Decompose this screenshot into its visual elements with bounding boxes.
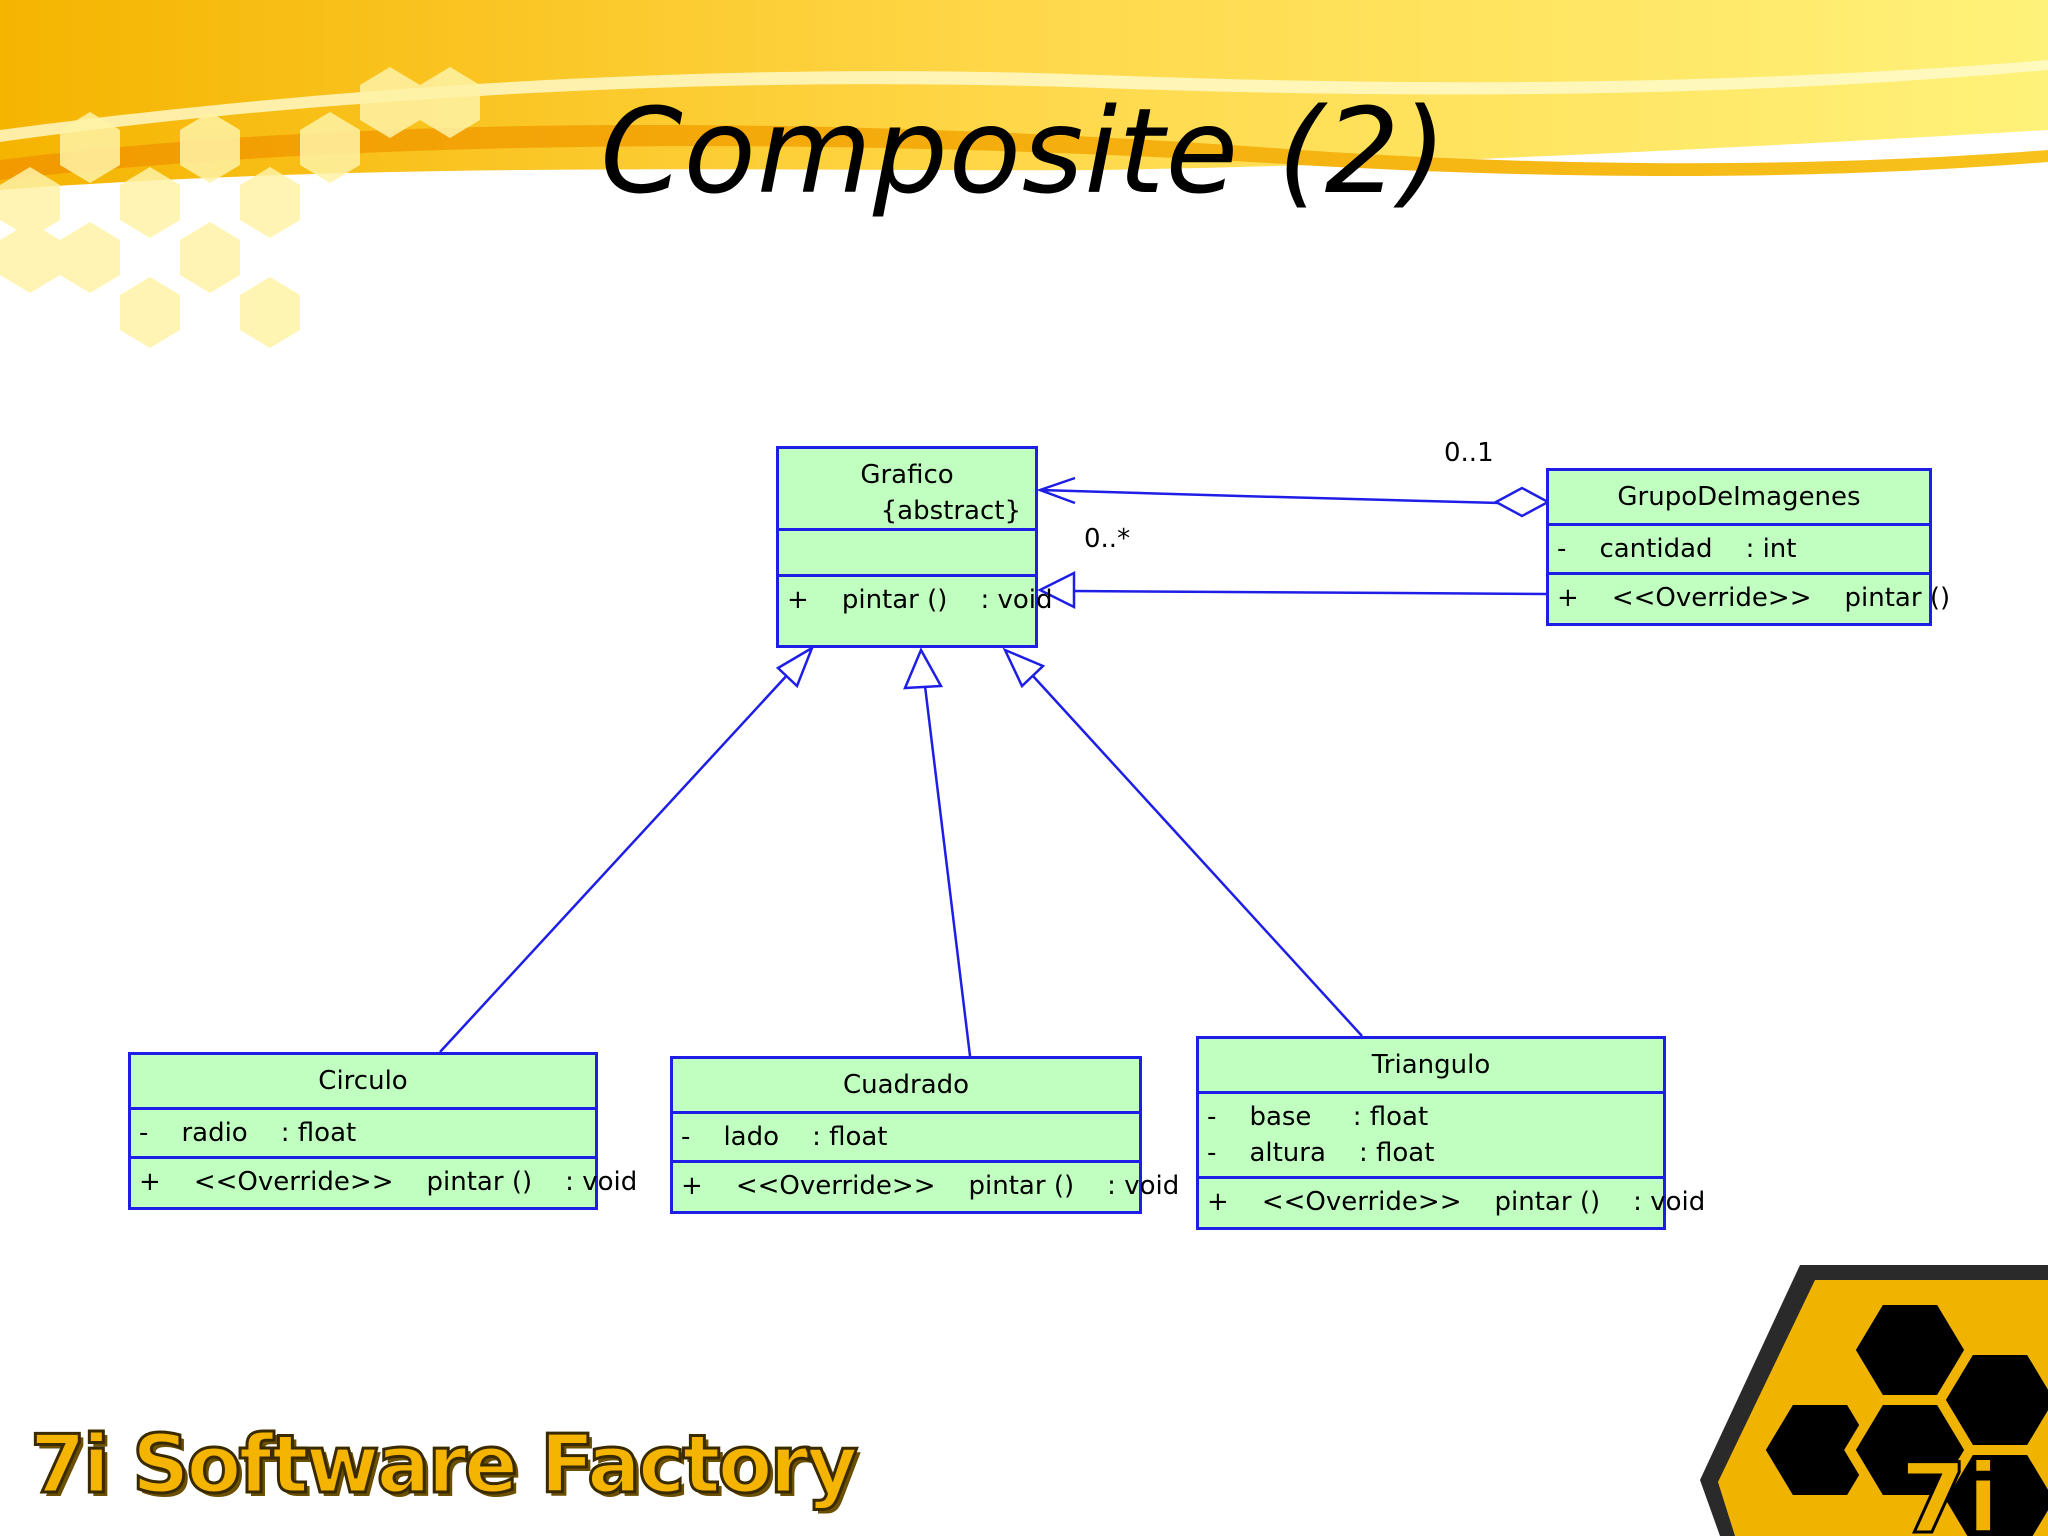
emblem-text: 7i bbox=[1900, 1443, 2000, 1536]
generalization-cuadrado-line bbox=[923, 685, 972, 1057]
class-grafico[interactable]: Grafico {abstract} + pintar () : void bbox=[776, 446, 1053, 648]
class-triangulo[interactable]: Triangulo - base : float - altura : floa… bbox=[1196, 1036, 1706, 1230]
class-grupo-de-imagenes[interactable]: GrupoDeImagenes - cantidad : int + <<Ove… bbox=[1546, 468, 1951, 626]
generalization-grupo-arrow bbox=[1037, 570, 1076, 610]
class-triangulo-header: Triangulo bbox=[1199, 1039, 1663, 1094]
operation-row: + <<Override>> pintar () : void bbox=[681, 1171, 1180, 1201]
class-circulo-operations: + <<Override>> pintar () : void bbox=[131, 1159, 638, 1205]
header-stripe bbox=[0, 125, 2048, 180]
company-logo-text: 7i Software Factory bbox=[28, 1417, 859, 1513]
class-circulo-name: Circulo bbox=[318, 1066, 408, 1096]
class-grupo-header: GrupoDeImagenes bbox=[1549, 471, 1929, 526]
multiplicity-aggregation: 0..1 bbox=[1444, 438, 1494, 468]
slide-title: Composite (2) bbox=[600, 82, 1448, 220]
class-cuadrado-header: Cuadrado bbox=[673, 1059, 1139, 1114]
attribute-row: - base : float bbox=[1207, 1102, 1429, 1132]
generalization-circulo-line bbox=[439, 671, 791, 1053]
aggregation-line bbox=[1039, 488, 1501, 505]
class-circulo-header: Circulo bbox=[131, 1055, 595, 1110]
operation-row: + <<Override>> pintar () : void bbox=[1207, 1187, 1706, 1217]
attribute-row: - radio : float bbox=[139, 1118, 357, 1148]
class-circulo-attributes: - radio : float bbox=[131, 1110, 595, 1159]
brand-emblem: 7i bbox=[1700, 1265, 2048, 1536]
multiplicity-grafico: 0..* bbox=[1084, 524, 1131, 554]
class-grafico-attributes bbox=[779, 531, 1035, 577]
class-grafico-name: Grafico bbox=[860, 460, 954, 490]
attribute-row: - lado : float bbox=[681, 1122, 888, 1152]
class-grupo-operations: + <<Override>> pintar () bbox=[1549, 575, 1951, 621]
class-grafico-header: Grafico {abstract} bbox=[779, 449, 1035, 531]
class-grafico-operations: + pintar () : void bbox=[779, 577, 1053, 623]
class-triangulo-operations: + <<Override>> pintar () : void bbox=[1199, 1179, 1706, 1225]
class-cuadrado-name: Cuadrado bbox=[842, 1070, 970, 1100]
class-triangulo-name: Triangulo bbox=[1371, 1050, 1491, 1080]
generalization-circulo-arrow bbox=[775, 645, 815, 689]
aggregation-diamond bbox=[1493, 486, 1551, 518]
attribute-row: - altura : float bbox=[1207, 1138, 1435, 1168]
generalization-triangulo-arrow bbox=[1002, 647, 1046, 689]
class-grupo-name: GrupoDeImagenes bbox=[1617, 482, 1861, 512]
navigable-arrowhead bbox=[1036, 476, 1076, 505]
class-cuadrado-operations: + <<Override>> pintar () : void bbox=[673, 1163, 1180, 1209]
class-triangulo-attributes: - base : float - altura : float bbox=[1199, 1094, 1663, 1179]
attribute-row: - cantidad : int bbox=[1557, 534, 1797, 564]
class-grupo-attributes: - cantidad : int bbox=[1549, 526, 1929, 575]
honeycomb-decoration bbox=[0, 67, 480, 348]
generalization-grupo-line bbox=[1071, 589, 1549, 596]
class-circulo[interactable]: Circulo - radio : float + <<Override>> p… bbox=[128, 1052, 638, 1210]
generalization-cuadrado-arrow bbox=[903, 647, 944, 690]
header-highlight bbox=[0, 60, 2048, 142]
operation-row: + pintar () : void bbox=[787, 585, 1053, 615]
class-grafico-stereotype: {abstract} bbox=[880, 496, 1021, 526]
class-cuadrado-attributes: - lado : float bbox=[673, 1114, 1139, 1163]
operation-row: + <<Override>> pintar () bbox=[1557, 583, 1951, 613]
class-cuadrado[interactable]: Cuadrado - lado : float + <<Override>> p… bbox=[670, 1056, 1180, 1214]
operation-row: + <<Override>> pintar () : void bbox=[139, 1167, 638, 1197]
generalization-triangulo-line bbox=[1032, 675, 1363, 1037]
